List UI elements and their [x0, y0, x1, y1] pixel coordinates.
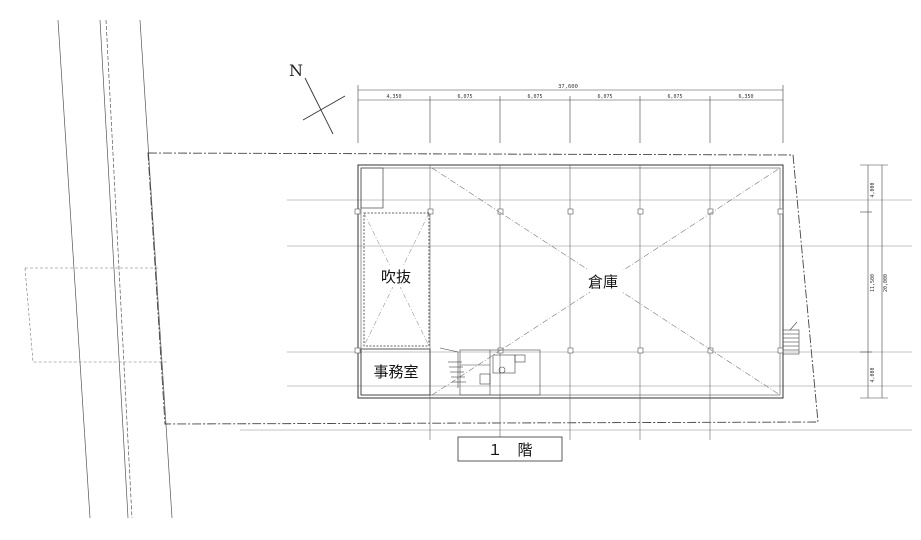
structural-columns [354, 208, 784, 354]
dimension-span-4: 6,075 [597, 94, 612, 100]
dimension-right-3: 4,000 [870, 367, 876, 382]
exterior-stair [782, 321, 800, 355]
room-label-office: 事務室 [373, 363, 418, 381]
atrium-label-bg [375, 265, 417, 287]
dimension-span-6: 6,350 [738, 94, 753, 100]
office-room [360, 348, 431, 396]
dimension-total-width: 37,600 [558, 84, 578, 90]
building-outline [357, 164, 784, 399]
dimension-right-total: 20,000 [883, 274, 889, 292]
dimension-span-1: 4,350 [386, 94, 401, 100]
dimension-span-3: 6,075 [527, 94, 542, 100]
right-dimension-lines [860, 164, 888, 399]
warehouse-label-bg [582, 270, 624, 292]
dimension-span-5: 6,075 [667, 94, 682, 100]
reference-lines [240, 199, 912, 431]
site-boundary [147, 152, 819, 425]
dimension-right-2: 11,500 [870, 274, 876, 292]
column-grid-lines [429, 165, 711, 440]
dimension-right-1: 4,000 [870, 182, 876, 197]
top-dimension-lines [357, 85, 784, 143]
room-label-warehouse: 倉庫 [588, 273, 618, 291]
room-label-atrium: 吹抜 [381, 268, 411, 286]
north-label: N [289, 61, 303, 80]
north-arrow-icon [302, 77, 346, 135]
floor-label: １ 階 [487, 441, 532, 459]
stair-and-toilet-area [439, 347, 541, 396]
corner-room [360, 167, 384, 209]
dimension-span-2: 6,075 [457, 94, 472, 100]
road-lines [57, 19, 173, 519]
floor-label-box [457, 436, 563, 462]
adjacent-structure-outline [24, 267, 168, 363]
